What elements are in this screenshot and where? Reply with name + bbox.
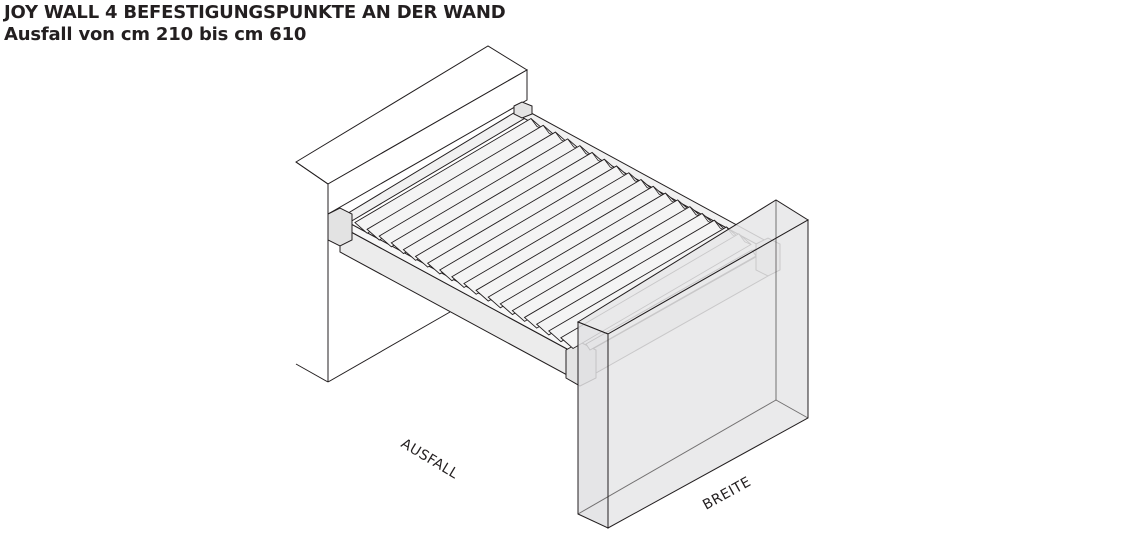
glass-panel: [576, 199, 809, 529]
heading: JOY WALL 4 BEFESTIGUNGSPUNKTE AN DER WAN…: [4, 2, 506, 46]
glass-bottom-right: [775, 399, 809, 419]
corner-post-back: [513, 101, 533, 119]
wall-bottom-left-edge: [295, 363, 329, 383]
wall-bottom-edge: [327, 311, 451, 383]
corner-post-left: [327, 207, 353, 247]
page-subtitle: Ausfall von cm 210 bis cm 610: [4, 24, 307, 45]
glass-bottom-back: [577, 399, 777, 515]
ausfall-label: AUSFALL: [398, 436, 461, 483]
wall-left-edge: [295, 161, 329, 382]
glass-side: [577, 321, 609, 529]
breite-label: BREITE: [700, 474, 754, 514]
page-title: JOY WALL 4 BEFESTIGUNGSPUNKTE AN DER WAN…: [4, 2, 506, 23]
wall-block: [295, 45, 528, 383]
